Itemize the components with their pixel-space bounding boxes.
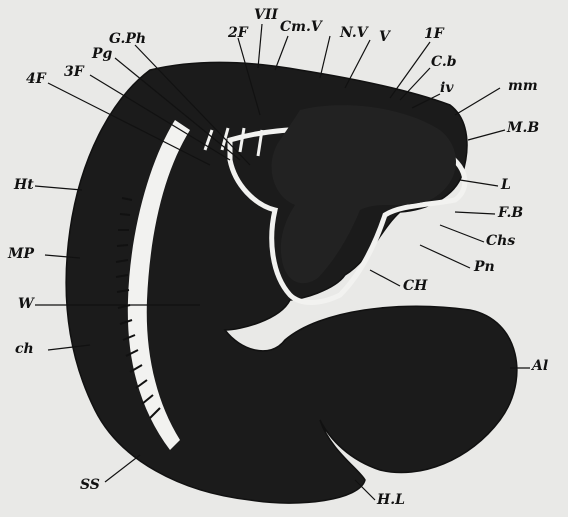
label-1f: 1F <box>424 27 444 41</box>
label-vii: VII <box>254 8 278 22</box>
label-3f: 3F <box>64 65 84 79</box>
label-iv: iv <box>440 81 453 95</box>
label-v: V <box>379 30 390 44</box>
label-pg: Pg <box>92 47 112 61</box>
label-2f: 2F <box>228 26 248 40</box>
label-w: W <box>18 297 34 311</box>
label-mp: MP <box>8 247 34 261</box>
label-ht: Ht <box>14 178 34 192</box>
label-m-b: M.B <box>507 121 539 135</box>
label-chs: Chs <box>486 234 515 248</box>
label-f-b: F.B <box>498 206 523 220</box>
label-ss: SS <box>80 478 100 492</box>
label-4f: 4F <box>26 72 46 86</box>
label-al: Al <box>532 359 548 373</box>
label-n-v: N.V <box>340 26 368 40</box>
label-l: L <box>501 178 511 192</box>
label-ch-lower: ch <box>15 342 34 356</box>
label-h-l: H.L <box>377 493 405 507</box>
label-cm-v: Cm.V <box>280 20 322 34</box>
label-g-ph: G.Ph <box>109 32 146 46</box>
label-c-b: C.b <box>431 55 457 69</box>
label-mm: mm <box>508 79 538 93</box>
label-ch-upper: CH <box>403 279 427 293</box>
label-pn: Pn <box>474 260 495 274</box>
